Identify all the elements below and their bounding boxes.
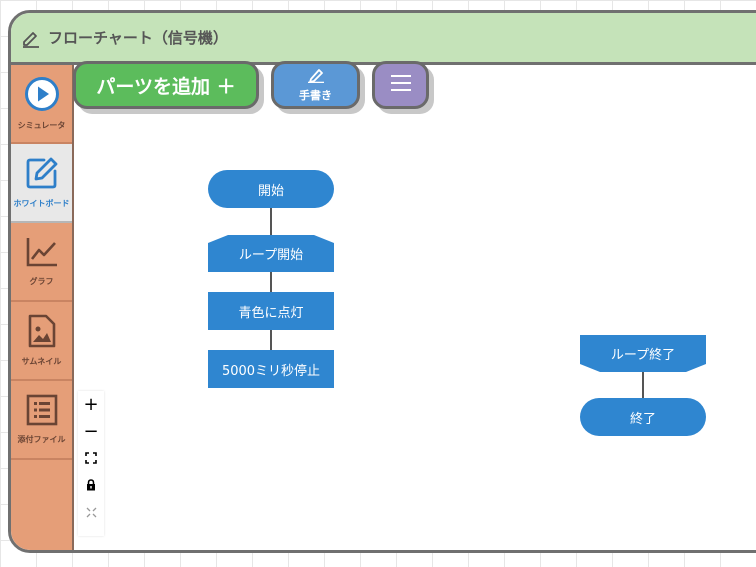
node-label: 5000ミリ秒停止 xyxy=(221,363,321,379)
node-label: ループ終了 xyxy=(610,348,676,363)
menu-button[interactable] xyxy=(372,61,429,109)
sidebar-item-simulator[interactable]: シミュレータ xyxy=(11,65,72,144)
fit-view-button[interactable] xyxy=(78,445,104,472)
flowchart-node-loop-end[interactable]: ループ終了 xyxy=(580,335,706,372)
sidebar: シミュレータ ホワイトボード グラフ xyxy=(11,65,74,550)
zoom-out-button[interactable]: − xyxy=(78,418,104,445)
add-parts-label: パーツを追加 ＋ xyxy=(96,75,236,98)
flowchart-node-end[interactable]: 終了 xyxy=(580,398,706,436)
window-title: フローチャート（信号機） xyxy=(48,29,228,47)
sidebar-item-thumbnail[interactable]: サムネイル xyxy=(11,302,72,381)
play-icon xyxy=(24,76,60,116)
add-parts-button[interactable]: パーツを追加 ＋ xyxy=(73,61,259,109)
flowchart-node-loop-start[interactable]: ループ開始 xyxy=(208,235,334,272)
chart-icon xyxy=(25,236,59,272)
pencil-icon[interactable] xyxy=(21,27,43,49)
sidebar-item-attachments[interactable]: 添付ファイル xyxy=(11,381,72,460)
minus-icon: − xyxy=(83,421,99,442)
flowchart-node-process[interactable]: 青色に点灯 xyxy=(208,292,334,330)
edit-icon xyxy=(25,156,59,194)
shrink-button[interactable] xyxy=(78,499,104,526)
handwriting-label: 手書き xyxy=(299,89,332,102)
list-icon xyxy=(26,394,58,430)
sidebar-item-label: シミュレータ xyxy=(17,121,66,130)
flowchart-node-wait[interactable]: 5000ミリ秒停止 xyxy=(208,350,334,388)
node-label: 青色に点灯 xyxy=(238,305,304,321)
fullscreen-icon xyxy=(85,448,97,469)
node-label: 終了 xyxy=(629,411,656,427)
sidebar-item-whiteboard[interactable]: ホワイトボード xyxy=(11,144,72,223)
sidebar-item-label: 添付ファイル xyxy=(17,435,66,444)
node-label: ループ開始 xyxy=(238,248,304,263)
sidebar-item-label: ホワイトボード xyxy=(13,199,70,208)
handwriting-button[interactable]: 手書き xyxy=(271,61,360,109)
pencil-icon xyxy=(306,67,326,87)
plus-icon: + xyxy=(83,394,99,415)
connector xyxy=(642,371,644,399)
node-label: 開始 xyxy=(257,183,284,199)
sidebar-item-label: サムネイル xyxy=(21,357,62,366)
connector xyxy=(270,329,272,351)
connector xyxy=(270,207,272,237)
collapse-icon xyxy=(86,502,97,523)
lock-icon xyxy=(86,475,96,496)
connector xyxy=(270,271,272,293)
whiteboard-canvas[interactable] xyxy=(74,65,756,550)
zoom-controls: + − xyxy=(78,391,104,536)
hamburger-icon xyxy=(390,74,411,96)
sidebar-item-label: グラフ xyxy=(29,277,54,286)
image-icon xyxy=(27,314,57,352)
flowchart-node-start[interactable]: 開始 xyxy=(208,170,334,208)
lock-button[interactable] xyxy=(78,472,104,499)
title-bar: フローチャート（信号機） xyxy=(11,13,756,65)
sidebar-item-graph[interactable]: グラフ xyxy=(11,223,72,302)
zoom-in-button[interactable]: + xyxy=(78,391,104,418)
